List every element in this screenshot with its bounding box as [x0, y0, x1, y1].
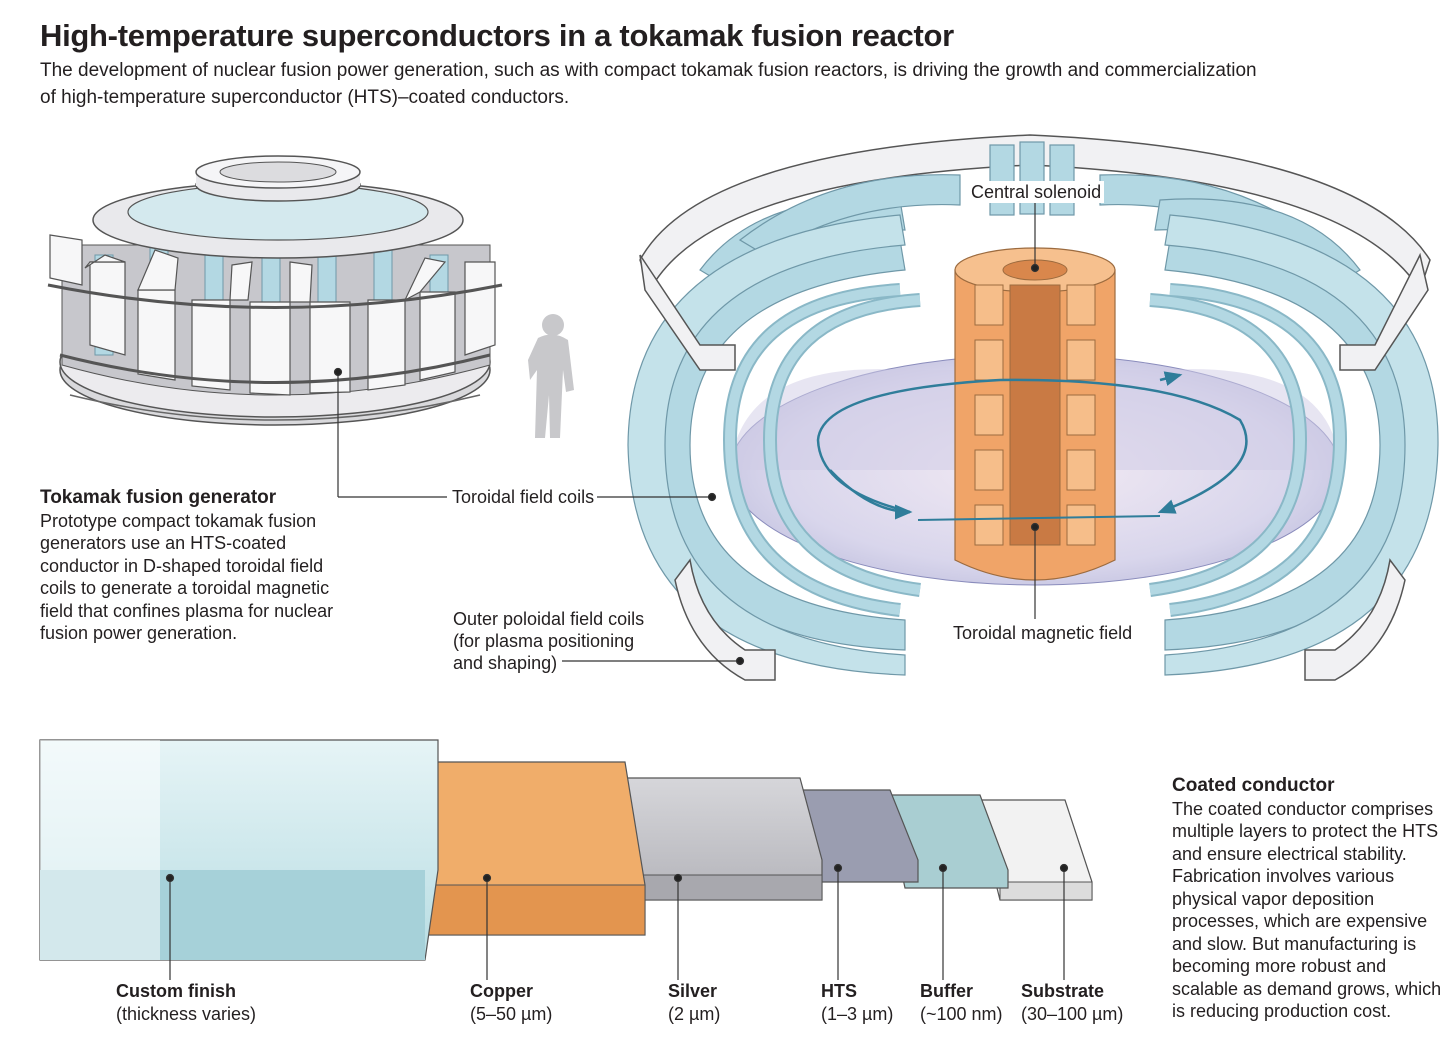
- layer-label-silver: Silver (2 µm): [668, 980, 720, 1025]
- reactor-cutaway-illustration: [627, 134, 1439, 681]
- toroidal-magnetic-field-label: Toroidal magnetic field: [950, 622, 1136, 644]
- conductor-body-line: is reducing production cost.: [1172, 1001, 1392, 1021]
- conductor-body-line: becoming more robust and: [1172, 956, 1387, 976]
- layer-spec: (thickness varies): [116, 1003, 257, 1024]
- subtitle-line: The development of nuclear fusion power …: [40, 60, 1257, 81]
- layer-name: Buffer: [920, 981, 973, 1001]
- generator-body-line: coils to generate a toroidal magnetic: [40, 578, 330, 598]
- layer-spec: (30–100 µm): [1021, 1003, 1124, 1024]
- generator-description: Tokamak fusion generator Prototype compa…: [40, 487, 333, 645]
- page-subtitle: The development of nuclear fusion power …: [40, 57, 1260, 111]
- generator-heading: Tokamak fusion generator: [40, 487, 277, 508]
- generator-body-line: fusion power generation.: [40, 623, 238, 643]
- generator-body-line: conductor in D-shaped toroidal field: [40, 555, 324, 576]
- conductor-body-line: The coated conductor comprises: [1172, 798, 1434, 819]
- layer-spec: (2 µm): [668, 1003, 721, 1024]
- coated-conductor-illustration: [39, 739, 1093, 961]
- layer-spec: (1–3 µm): [821, 1003, 894, 1024]
- conductor-body-line: scalable as demand grows, which: [1172, 978, 1442, 999]
- layer-name: Substrate: [1021, 981, 1105, 1001]
- layer-label-substrate: Substrate (30–100 µm): [1021, 980, 1123, 1025]
- outer-poloidal-coils-label: Outer poloidal field coils (for plasma p…: [450, 608, 647, 674]
- human-scale-silhouette: [528, 314, 574, 438]
- layer-label-custom-finish: Custom finish (thickness varies): [116, 980, 256, 1025]
- layer-label-copper: Copper (5–50 µm): [470, 980, 552, 1025]
- layer-label-buffer: Buffer (~100 nm): [920, 980, 1003, 1025]
- conductor-description: Coated conductor The coated conductor co…: [1172, 775, 1441, 1023]
- generator-body-line: field that confines plasma for nuclear: [40, 600, 334, 621]
- layer-spec: (5–50 µm): [470, 1003, 553, 1024]
- conductor-body-line: physical vapor deposition: [1172, 888, 1375, 909]
- outer-poloidal-line: Outer poloidal field coils: [453, 609, 645, 629]
- conductor-heading: Coated conductor: [1172, 775, 1335, 796]
- outer-poloidal-line: and shaping): [453, 653, 558, 673]
- toroidal-field-coils-label: Toroidal field coils: [449, 486, 598, 508]
- layer-name: Custom finish: [116, 981, 236, 1001]
- layer-name: HTS: [821, 981, 857, 1001]
- central-solenoid-label: Central solenoid: [968, 181, 1105, 203]
- layer-name: Silver: [668, 981, 718, 1001]
- layer-leader-lines: [165, 863, 1069, 980]
- conductor-body-line: and slow. But manufacturing is: [1172, 933, 1417, 954]
- conductor-body-line: Fabrication involves various: [1172, 866, 1395, 886]
- generator-body-line: Prototype compact tokamak fusion: [40, 510, 317, 531]
- conductor-body-line: and ensure electrical stability.: [1172, 843, 1407, 864]
- page-title: High-temperature superconductors in a to…: [40, 18, 954, 53]
- layer-name: Copper: [470, 981, 533, 1001]
- conductor-body-line: processes, which are expensive: [1172, 911, 1428, 931]
- subtitle-line: of high-temperature superconductor (HTS)…: [40, 87, 570, 108]
- tokamak-generator-illustration: [47, 155, 503, 426]
- layer-label-hts: HTS (1–3 µm): [821, 980, 893, 1025]
- generator-body-line: generators use an HTS-coated: [40, 533, 287, 553]
- outer-poloidal-line: (for plasma positioning: [453, 631, 635, 651]
- leader-lines: [333, 202, 1040, 666]
- layer-spec: (~100 nm): [920, 1003, 1003, 1024]
- conductor-body-line: multiple layers to protect the HTS: [1172, 821, 1439, 841]
